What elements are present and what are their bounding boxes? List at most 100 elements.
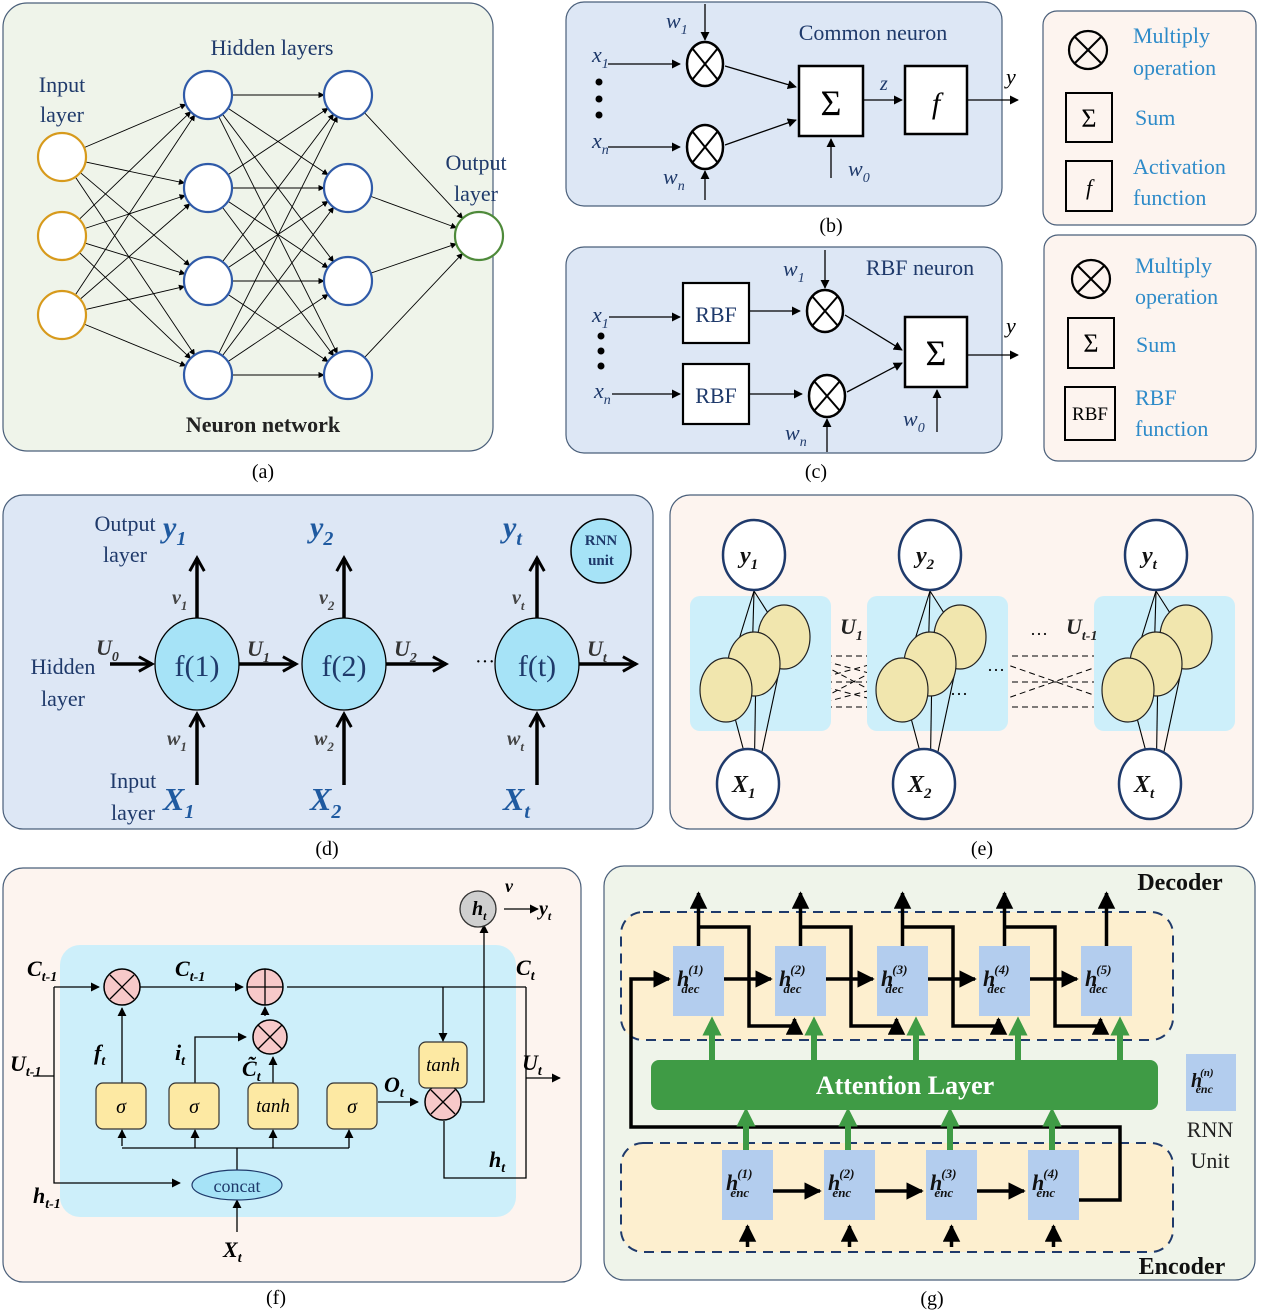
panel-e-caption: (e)	[971, 838, 993, 860]
input-multiply-op	[252, 1019, 288, 1055]
decoder-unit: h(1)dec	[673, 946, 724, 1016]
rnn-unit-line2: unit	[588, 553, 614, 569]
hidden-layer-label-line1: Hidden	[31, 654, 96, 679]
output-y-label: y1	[160, 511, 186, 550]
sum-block	[797, 64, 865, 138]
network-edge	[74, 176, 196, 356]
panel-f-caption: (f)	[266, 1287, 286, 1309]
multiply-node-1	[805, 288, 845, 334]
weight-w-label: w2	[314, 728, 334, 754]
hidden-neuron	[182, 69, 234, 121]
rnn-unit-legend-symbol: h(n)enc	[1191, 1067, 1214, 1096]
input-node	[1117, 747, 1183, 821]
output-layer-label-line1: Output	[445, 150, 506, 175]
attention-layer-label: Attention Layer	[816, 1071, 994, 1100]
rnn-cell-node	[154, 617, 240, 711]
input-gate-label: σ	[189, 1096, 200, 1118]
output-y-label: yt	[1139, 543, 1158, 573]
panel-g-caption: (g)	[920, 1288, 943, 1310]
ot-label: Ot	[384, 1072, 405, 1101]
multiply-node-1	[685, 40, 725, 88]
decoder-unit-box	[673, 946, 724, 1016]
legend-b-activation-symbol: f	[1086, 175, 1095, 200]
network-edge	[84, 323, 187, 367]
forget-gate-sigma	[95, 1082, 147, 1130]
legend-b-activation-line2: function	[1133, 185, 1206, 210]
legend-c-rbf-line1: RBF	[1135, 385, 1177, 410]
context-vector-path	[629, 970, 1122, 1202]
ellipsis-dot	[597, 347, 605, 355]
network-edge	[227, 294, 329, 362]
u-prev-label: Ut-1	[10, 1051, 41, 1080]
hidden-layers-label: Hidden layers	[211, 35, 334, 60]
network-edge	[364, 112, 464, 219]
input-neuron	[36, 131, 88, 183]
input-xn-label: xn	[593, 378, 611, 408]
decoder-unit-box	[775, 946, 826, 1016]
hidden-neuron	[182, 349, 234, 401]
rnn-cell-node	[494, 617, 580, 711]
multiply-node-n	[807, 373, 847, 419]
decoder-unit: h(2)dec	[775, 946, 826, 1016]
input-x-label: X2	[907, 772, 932, 802]
rbf-block-n-label: RBF	[695, 383, 737, 408]
network-edge	[83, 103, 187, 149]
rnn-cell-function-label: f(2)	[322, 650, 367, 683]
output-gate-sigma	[326, 1082, 378, 1130]
hidden-neuron	[1101, 657, 1155, 723]
rnn-cell-function-label: f(1)	[175, 650, 220, 683]
panel-c-caption: (c)	[805, 461, 827, 483]
output-y-label: y	[1004, 64, 1016, 89]
c-prev-label: Ct-1	[27, 956, 57, 985]
network-nodes	[36, 69, 505, 401]
decoder-unit: h(3)dec	[877, 946, 928, 1016]
decoder-unit-label: h(2)dec	[779, 962, 805, 996]
z-label: z	[879, 73, 888, 95]
legend-c-sum-label: Sum	[1136, 332, 1176, 357]
decoder-unit: h(4)dec	[979, 946, 1030, 1016]
encoder-unit-box	[926, 1150, 977, 1220]
output-layer-label-line2: layer	[454, 181, 499, 206]
bias-w0-label: w0	[903, 406, 925, 436]
ellipsis-dot	[595, 78, 603, 86]
input-neuron	[36, 289, 88, 341]
sum-symbol: Σ	[926, 333, 947, 373]
network-edges	[74, 91, 464, 379]
output-y-label: y2	[307, 511, 333, 550]
network-edge	[227, 107, 329, 176]
rnn-unit-line1: RNN	[585, 533, 618, 549]
legend-c-sum-symbol: Σ	[1083, 329, 1098, 358]
decoder-feedback-path	[902, 925, 1008, 1035]
input-layer-label-line2: layer	[40, 102, 85, 127]
cell-tanh-label: tanh	[426, 1055, 460, 1076]
decoder-feedback-path	[800, 925, 906, 1035]
hidden-neuron	[322, 349, 374, 401]
ellipsis-dot	[595, 111, 603, 119]
ellipsis-dot	[597, 332, 605, 340]
network-edge	[78, 111, 192, 220]
xt-label: Xt	[222, 1237, 243, 1266]
output-node	[721, 518, 787, 592]
network-edge	[84, 242, 186, 276]
encoder-unit-label: h(2)enc	[828, 1166, 854, 1200]
hidden-neuron	[182, 255, 234, 307]
weight-v-label: v2	[319, 587, 335, 613]
encoder-unit-label: h(1)enc	[726, 1166, 752, 1200]
network-edge	[222, 206, 334, 357]
legend-c-rbf-line2: function	[1135, 416, 1208, 441]
ellipsis: ···	[475, 651, 495, 673]
legend-b-background	[1042, 10, 1257, 226]
c-tilde-label: C̃t	[242, 1056, 262, 1085]
u0-label: U0	[96, 635, 119, 665]
input-x-label: X2	[309, 781, 341, 823]
decoder-unit-box	[877, 946, 928, 1016]
network-edge	[370, 195, 458, 229]
hidden-neuron	[182, 162, 234, 214]
ht-label: ht	[489, 1147, 506, 1176]
